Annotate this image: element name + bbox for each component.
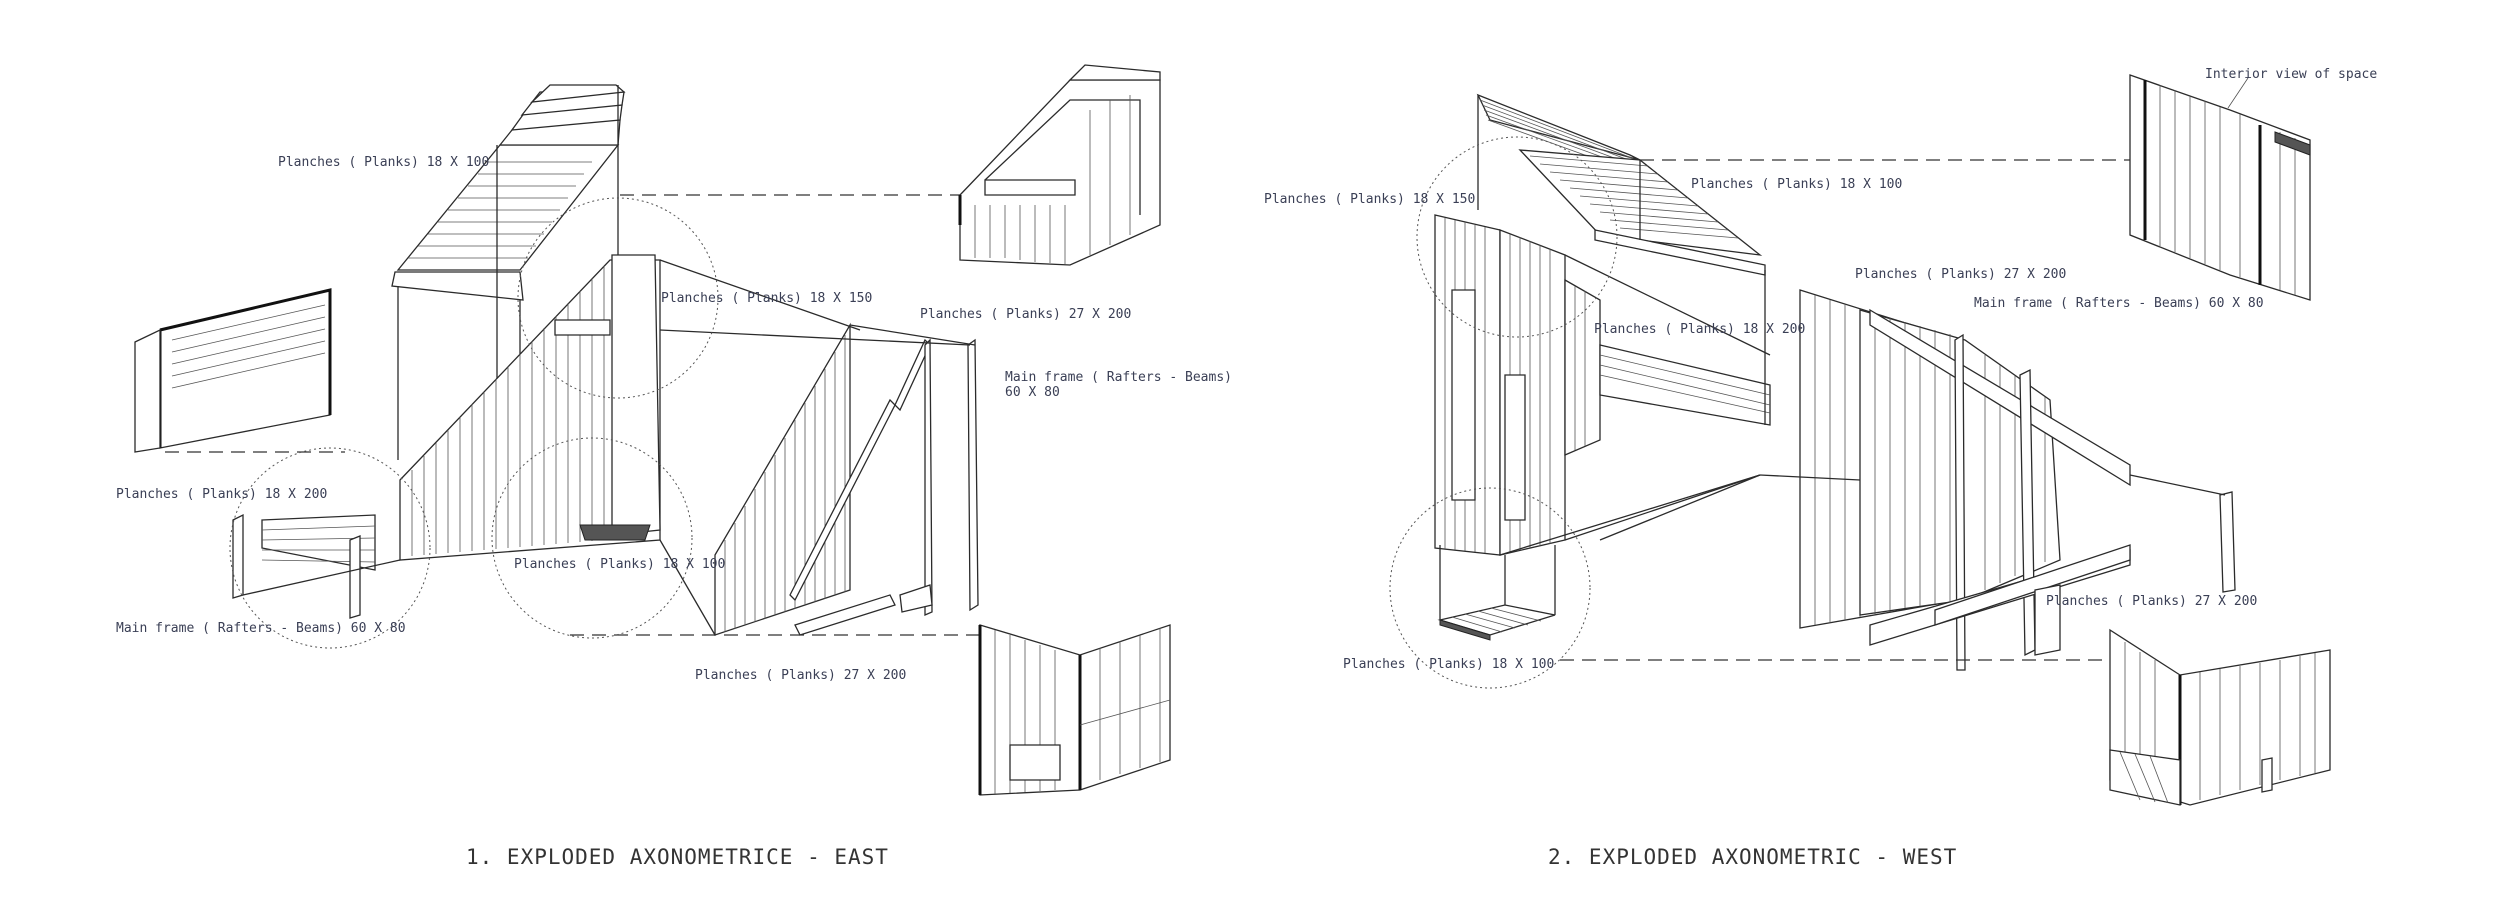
east-axonometric: Planches ( Planks) 18 X 100 Planches ( P… [116, 64, 1232, 796]
west-label-planks-18x100-bottom: Planches ( Planks) 18 X 100 [1343, 657, 1554, 672]
east-inset-roof-detail [958, 64, 1161, 266]
west-left-walls [1434, 214, 1771, 556]
east-left-frame-piece [134, 288, 345, 453]
east-callout-circle-top [517, 197, 719, 399]
west-label-planks-18x150: Planches ( Planks) 18 X 150 [1264, 192, 1475, 207]
west-label-planks-18x200: Planches ( Planks) 18 X 200 [1594, 322, 1805, 337]
caption-west: 2. EXPLODED AXONOMETRIC - WEST [1548, 845, 1957, 869]
east-label-planks-27x200-bottom: Planches ( Planks) 27 X 200 [695, 668, 906, 683]
west-side-wall [1599, 270, 1771, 426]
west-label-main-frame: Main frame ( Rafters - Beams) 60 X 80 [1974, 296, 2264, 311]
west-axonometric: Interior view of space Planches ( Planks… [1264, 67, 2377, 806]
west-roof-planks [1476, 93, 1766, 276]
east-label-planks-18x150: Planches ( Planks) 18 X 150 [661, 291, 872, 306]
east-label-planks-18x200: Planches ( Planks) 18 X 200 [116, 487, 327, 502]
east-label-planks-27x200-top: Planches ( Planks) 27 X 200 [920, 307, 1131, 322]
east-right-wall [659, 322, 851, 636]
east-left-planks [232, 513, 401, 619]
east-label-planks-18x100-mid: Planches ( Planks) 18 X 100 [514, 557, 725, 572]
west-inset-interior-view [2129, 74, 2311, 301]
east-label-main-frame-right-size: 60 X 80 [1005, 385, 1060, 400]
caption-east: 1. EXPLODED AXONOMETRICE - EAST [466, 845, 889, 869]
east-roof-planks [391, 84, 626, 470]
east-main-wall [399, 254, 861, 561]
west-floor-planks [1437, 545, 1556, 641]
west-callout-circle-bottom [1389, 487, 1591, 689]
west-rafters [1564, 308, 2236, 671]
west-label-planks-27x200-top: Planches ( Planks) 27 X 200 [1855, 267, 2066, 282]
west-main-wall [1599, 289, 2061, 629]
east-callout-circle-left [229, 447, 431, 649]
east-rafters [659, 324, 979, 636]
east-label-main-frame-left: Main frame ( Rafters - Beams) 60 X 80 [116, 621, 406, 636]
east-inset-interior-corner [978, 624, 1171, 796]
east-label-planks-18x100-top: Planches ( Planks) 18 X 100 [278, 155, 489, 170]
west-label-interior-view: Interior view of space [2205, 67, 2377, 82]
west-inset-floor-corner [2109, 628, 2331, 806]
west-label-planks-18x100-top: Planches ( Planks) 18 X 100 [1691, 177, 1902, 192]
west-callout-circle-top [1416, 136, 1618, 338]
east-callout-circle-mid [491, 437, 693, 639]
east-label-main-frame-right: Main frame ( Rafters - Beams) [1005, 370, 1232, 385]
west-label-planks-27x200-bottom: Planches ( Planks) 27 X 200 [2046, 594, 2257, 609]
